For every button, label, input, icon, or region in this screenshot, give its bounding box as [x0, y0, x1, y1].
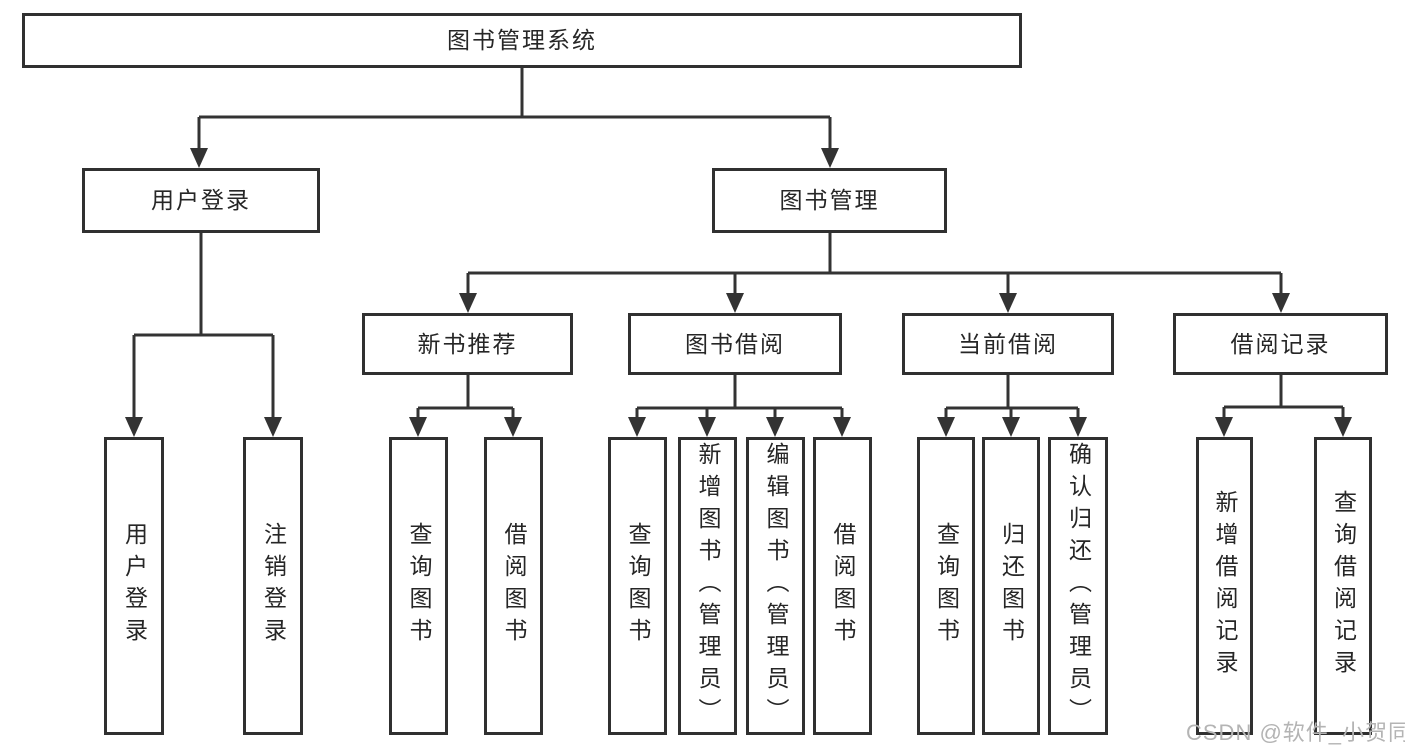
connector-root-to-branches	[190, 68, 839, 168]
watermark: CSDN @软件_小贺同学	[1186, 720, 1405, 745]
node-current-borrow: 当前借阅	[902, 313, 1114, 375]
leaf-logout-label: 注销登录	[260, 522, 287, 650]
node-borrow-records-label: 借阅记录	[1230, 330, 1331, 357]
node-book-borrow: 图书借阅	[628, 313, 842, 375]
arrow-down-icon	[999, 293, 1017, 313]
arrow-down-icon	[459, 293, 477, 313]
arrow-down-icon	[726, 293, 744, 313]
connector-new-book-rec-to-leaves	[409, 375, 522, 437]
connector-book-mgmt-to-modules	[459, 233, 1290, 313]
leaf-br-add-record-label: 新增借阅记录	[1212, 490, 1238, 682]
leaf-br-add-record: 新增借阅记录	[1196, 437, 1253, 735]
node-user-login-branch-label: 用户登录	[151, 187, 251, 213]
leaf-nbr-borrow-books-label: 借阅图书	[501, 522, 527, 650]
arrow-down-icon	[1334, 417, 1352, 437]
leaf-cb-return-books-label: 归还图书	[998, 522, 1025, 650]
node-current-borrow-label: 当前借阅	[958, 330, 1058, 357]
leaf-bb-edit-books: 编辑图书（管理员）	[746, 437, 805, 735]
connector-book-borrow-to-leaves	[628, 375, 851, 437]
arrow-down-icon	[1215, 417, 1233, 437]
arrow-down-icon	[937, 417, 955, 437]
leaf-cb-query-books: 查询图书	[917, 437, 975, 735]
arrow-down-icon	[264, 417, 282, 437]
node-user-login-branch: 用户登录	[82, 168, 320, 233]
leaf-bb-query-books: 查询图书	[608, 437, 667, 735]
connector-current-borrow-to-leaves	[937, 375, 1087, 437]
arrow-down-icon	[409, 417, 427, 437]
node-book-borrow-label: 图书借阅	[685, 330, 785, 357]
node-borrow-records: 借阅记录	[1173, 313, 1388, 375]
arrow-down-icon	[504, 417, 522, 437]
leaf-nbr-query-books: 查询图书	[389, 437, 448, 735]
leaf-bb-borrow-books: 借阅图书	[813, 437, 872, 735]
arrow-down-icon	[1002, 417, 1020, 437]
node-library-system: 图书管理系统	[22, 13, 1022, 68]
arrow-down-icon	[190, 148, 208, 168]
arrow-down-icon	[833, 417, 851, 437]
leaf-br-query-record-label: 查询借阅记录	[1330, 490, 1357, 682]
leaf-cb-query-books-label: 查询图书	[933, 522, 960, 650]
leaf-user-login-label: 用户登录	[121, 522, 148, 650]
leaf-bb-add-books-label: 新增图书（管理员）	[695, 442, 721, 730]
arrow-down-icon	[821, 148, 839, 168]
arrow-down-icon	[766, 417, 784, 437]
connector-user-login-to-leaves	[125, 233, 282, 437]
leaf-cb-return-books: 归还图书	[982, 437, 1040, 735]
node-new-book-recommend: 新书推荐	[362, 313, 573, 375]
leaf-nbr-borrow-books: 借阅图书	[484, 437, 543, 735]
leaf-user-login: 用户登录	[104, 437, 164, 735]
leaf-bb-edit-books-label: 编辑图书（管理员）	[763, 442, 789, 730]
connector-borrow-records-to-leaves	[1215, 375, 1352, 437]
leaf-cb-confirm-return: 确认归还（管理员）	[1048, 437, 1108, 735]
leaf-bb-borrow-books-label: 借阅图书	[830, 522, 856, 650]
leaf-bb-add-books: 新增图书（管理员）	[678, 437, 737, 735]
arrow-down-icon	[628, 417, 646, 437]
arrow-down-icon	[1069, 417, 1087, 437]
node-library-system-label: 图书管理系统	[447, 27, 597, 53]
arrow-down-icon	[125, 417, 143, 437]
leaf-nbr-query-books-label: 查询图书	[406, 522, 432, 650]
arrow-down-icon	[698, 417, 716, 437]
leaf-cb-confirm-return-label: 确认归还（管理员）	[1065, 442, 1092, 730]
node-new-book-recommend-label: 新书推荐	[417, 330, 518, 357]
node-book-management: 图书管理	[712, 168, 947, 233]
arrow-down-icon	[1272, 293, 1290, 313]
leaf-logout: 注销登录	[243, 437, 303, 735]
node-book-management-label: 图书管理	[779, 187, 880, 213]
leaf-bb-query-books-label: 查询图书	[625, 522, 651, 650]
leaf-br-query-record: 查询借阅记录	[1314, 437, 1372, 735]
